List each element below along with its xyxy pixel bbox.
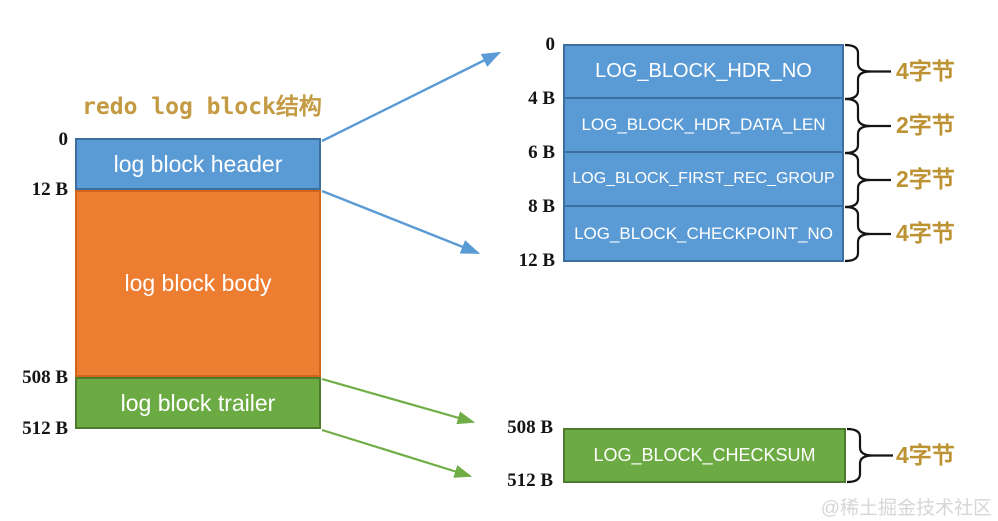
braces — [844, 43, 893, 484]
header-offset-6b: 6 B — [528, 142, 555, 163]
size-first-rec-group: 2字节 — [896, 166, 955, 192]
header-offset-8b: 8 B — [528, 196, 555, 217]
size-hdr-no: 4字节 — [896, 58, 955, 84]
field-log-block-hdr-no: LOG_BLOCK_HDR_NO — [565, 46, 842, 99]
size-checkpoint-no: 4字节 — [896, 220, 955, 246]
arrow-header-bottom — [321, 189, 481, 255]
size-hdr-data-len: 2字节 — [896, 112, 955, 138]
checksum-label: LOG_BLOCK_CHECKSUM — [593, 445, 816, 465]
arrow-trailer-bottom — [321, 428, 473, 478]
brace-hdr-data-len — [844, 97, 872, 155]
header-offset-0: 0 — [545, 34, 556, 55]
arrow-trailer-top — [321, 377, 476, 425]
diagram-title: redo log block结构 — [82, 94, 322, 120]
trailer-offset-508b: 508 B — [507, 417, 553, 438]
log-block-body: log block body — [75, 190, 321, 377]
field-log-block-first-rec-group: LOG_BLOCK_FIRST_REC_GROUP — [565, 153, 842, 207]
overview-offset-508b: 508 B — [22, 367, 68, 388]
brace-checksum — [846, 427, 874, 484]
log-block-header-label: log block header — [113, 150, 283, 177]
field-log-block-hdr-data-len: LOG_BLOCK_HDR_DATA_LEN — [565, 99, 842, 153]
field-log-block-checkpoint-no: LOG_BLOCK_CHECKPOINT_NO — [574, 223, 833, 243]
header-detail-table: LOG_BLOCK_HDR_NO LOG_BLOCK_HDR_DATA_LEN … — [563, 44, 844, 262]
log-block-body-label: log block body — [124, 270, 272, 296]
overview-offset-12b: 12 B — [31, 179, 68, 200]
overview-offset-512b: 512 B — [22, 418, 68, 439]
brace-checkpoint-no — [844, 205, 872, 263]
brace-hdr-no — [844, 43, 872, 101]
header-offset-12b: 12 B — [518, 250, 555, 271]
trailer-offset-512b: 512 B — [507, 470, 553, 491]
log-block-trailer-label: log block trailer — [120, 389, 276, 416]
field-log-block-checksum: LOG_BLOCK_CHECKSUM — [563, 428, 846, 483]
size-checksum: 4字节 — [896, 442, 955, 468]
header-offset-4b: 4 B — [528, 88, 555, 109]
brace-first-rec-group — [844, 151, 872, 209]
log-block-header: log block header — [75, 138, 321, 190]
arrow-header-top — [321, 51, 502, 143]
overview-offset-0: 0 — [58, 129, 69, 150]
log-block-trailer: log block trailer — [75, 377, 321, 429]
watermark: @稀土掘金技术社区 — [820, 498, 992, 519]
